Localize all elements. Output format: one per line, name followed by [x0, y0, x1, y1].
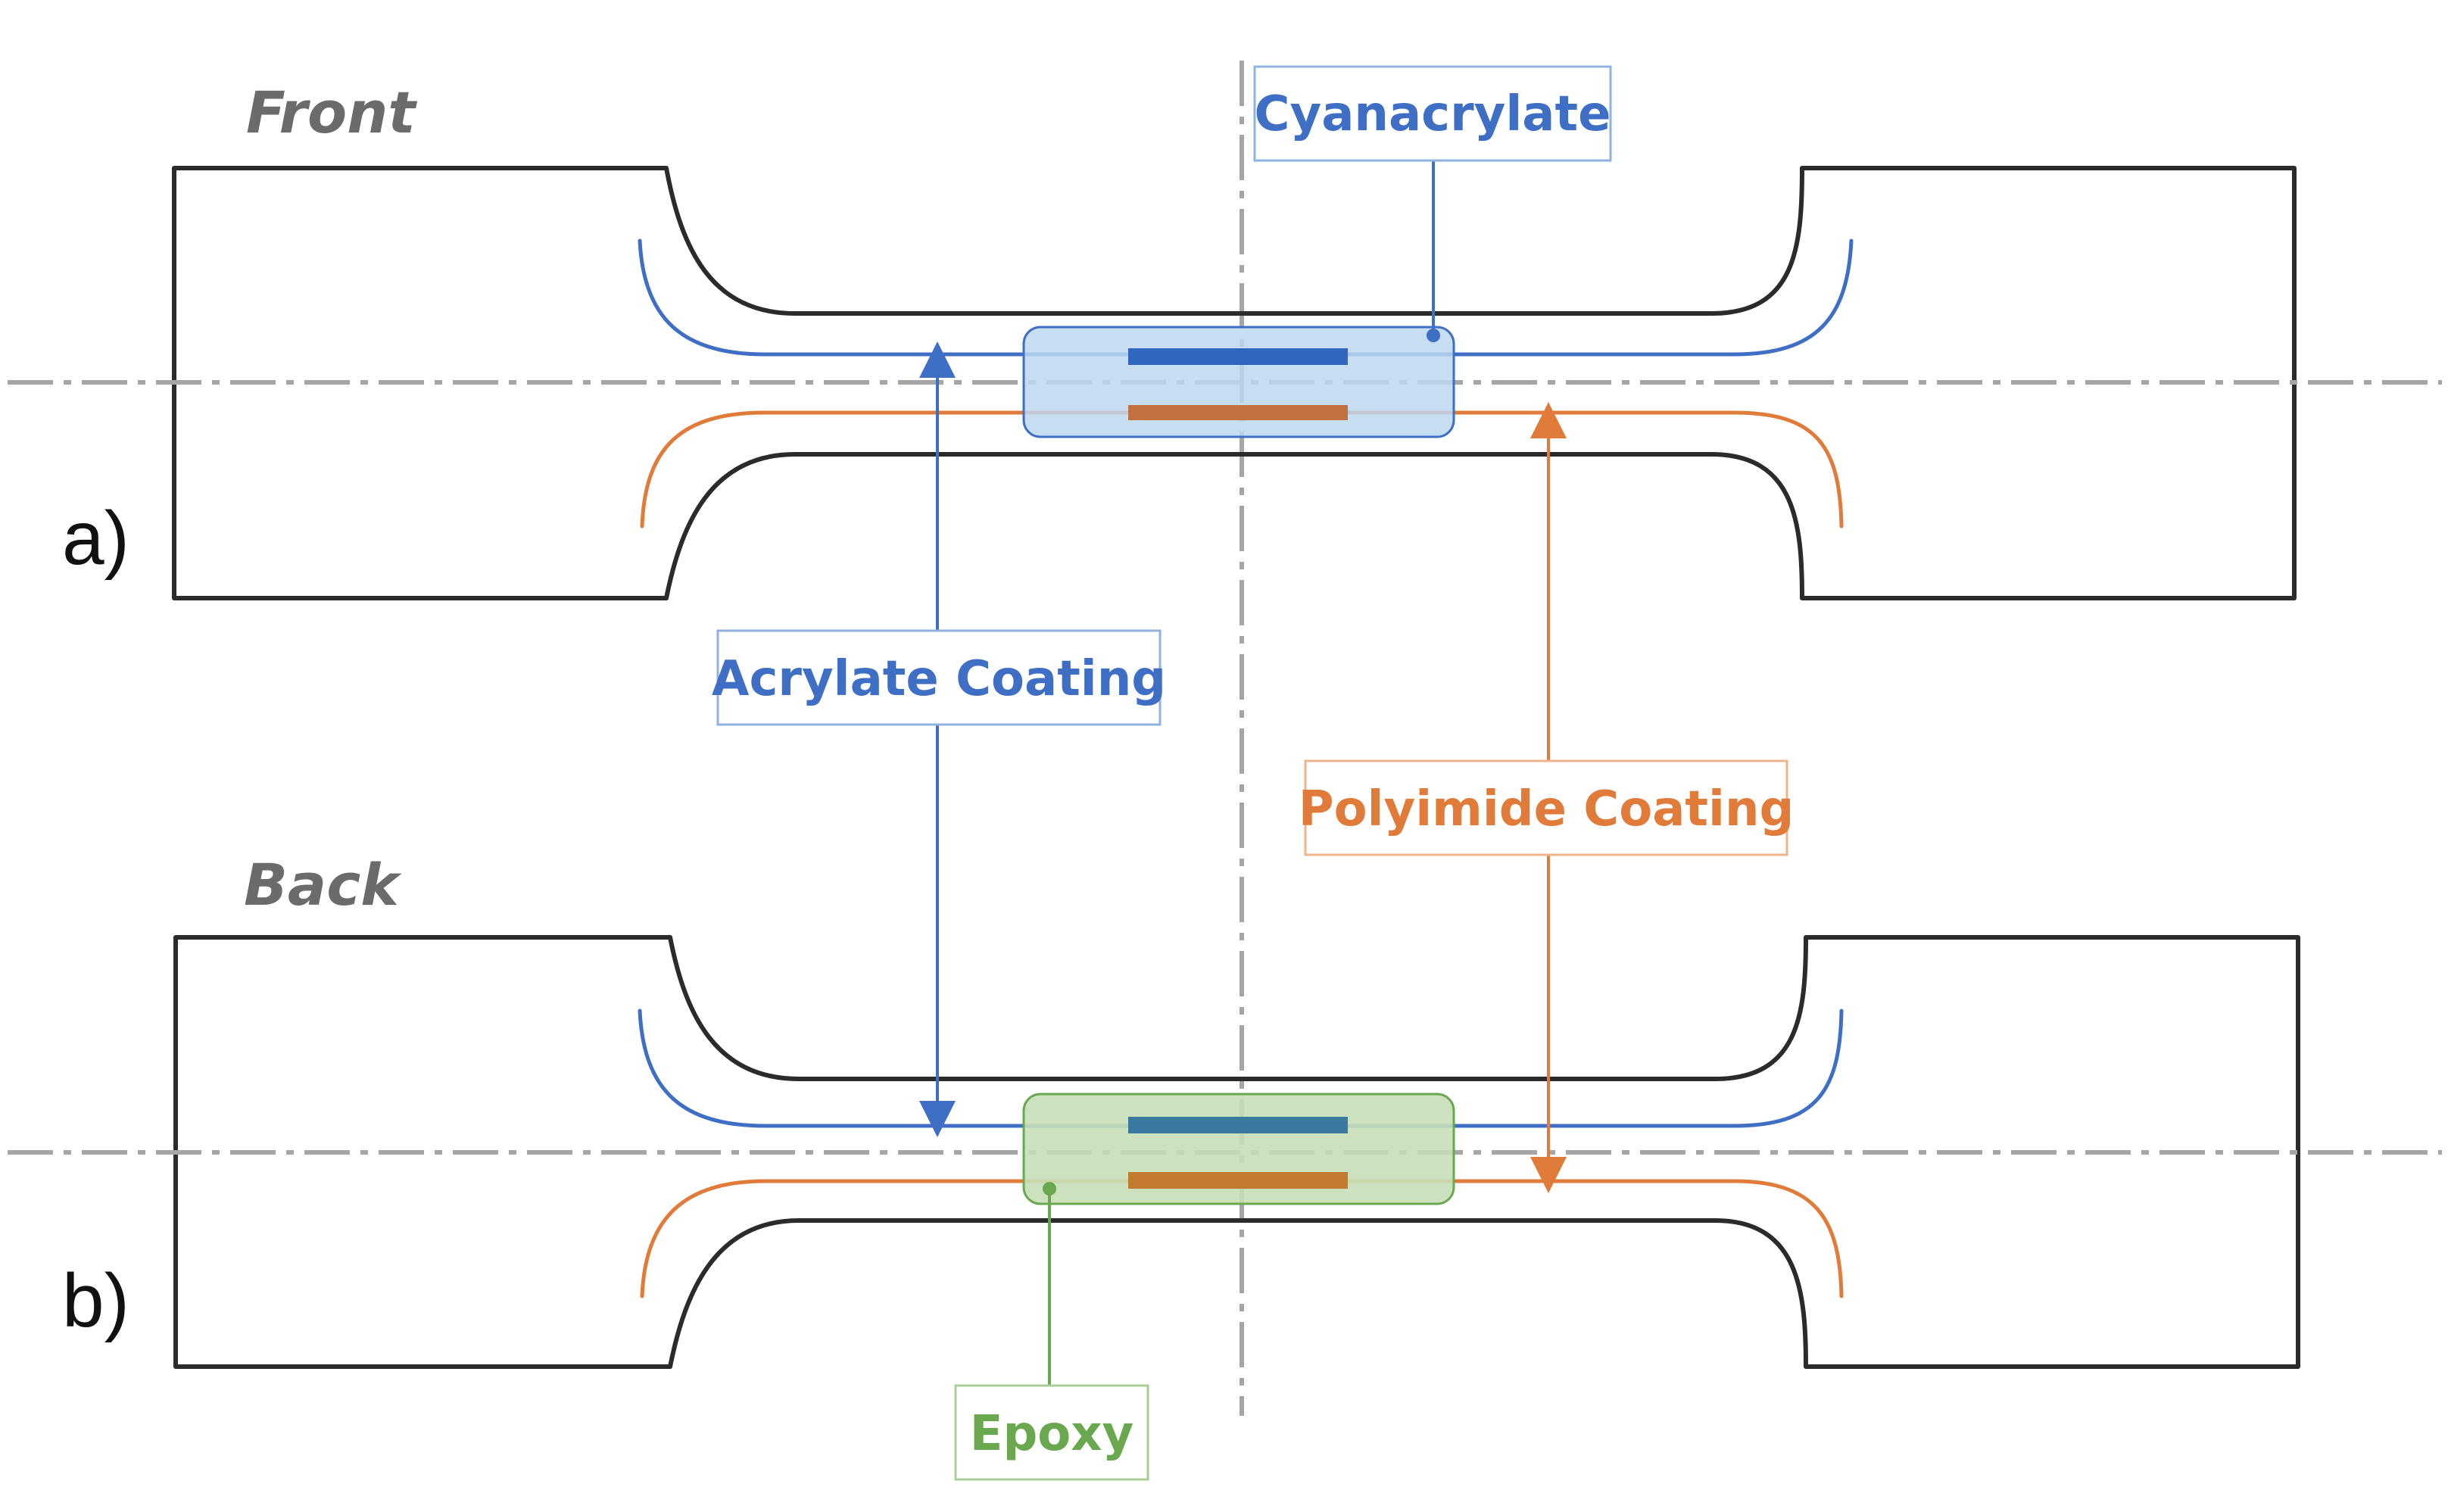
polyimide-coating-callout: Polyimide Coating [1299, 759, 1795, 856]
epoxy-callout: Epoxy [954, 1384, 1149, 1481]
cyanacrylate-label: Cyanacrylate [1255, 86, 1611, 142]
specimen-outline-front [172, 166, 2297, 600]
cyanacrylate-adhesive-patch [1022, 326, 1455, 438]
specimen-outline-back [173, 935, 2300, 1369]
panel-label-a: a) [62, 496, 129, 581]
acrylate-coating-label-box [716, 629, 1162, 726]
sensor-strip-orange-back [1128, 1172, 1348, 1189]
cyanacrylate-leader-dot [1427, 329, 1440, 342]
view-label-back: Back [244, 851, 402, 918]
acrylate-coating-callout: Acrylate Coating [712, 629, 1166, 726]
polyimide-coating-label: Polyimide Coating [1299, 781, 1795, 837]
view-label-front: Front [246, 79, 417, 146]
acrylate-coating-label: Acrylate Coating [712, 651, 1166, 707]
epoxy-label-box [954, 1384, 1149, 1481]
polyimide-coating-label-box [1304, 759, 1788, 856]
sensor-strip-blue-back [1128, 1117, 1348, 1133]
panel-label-b: b) [62, 1258, 129, 1343]
epoxy-leader-dot [1043, 1182, 1056, 1196]
panel-b: Back b) [8, 851, 2442, 1369]
sensor-strip-blue-front [1128, 348, 1348, 365]
epoxy-label: Epoxy [970, 1406, 1134, 1462]
sensor-strip-orange-front [1128, 405, 1348, 420]
panel-a: Front a) [8, 79, 2442, 600]
cyanacrylate-callout: Cyanacrylate [1253, 65, 1612, 162]
cyanacrylate-label-box [1253, 65, 1612, 162]
